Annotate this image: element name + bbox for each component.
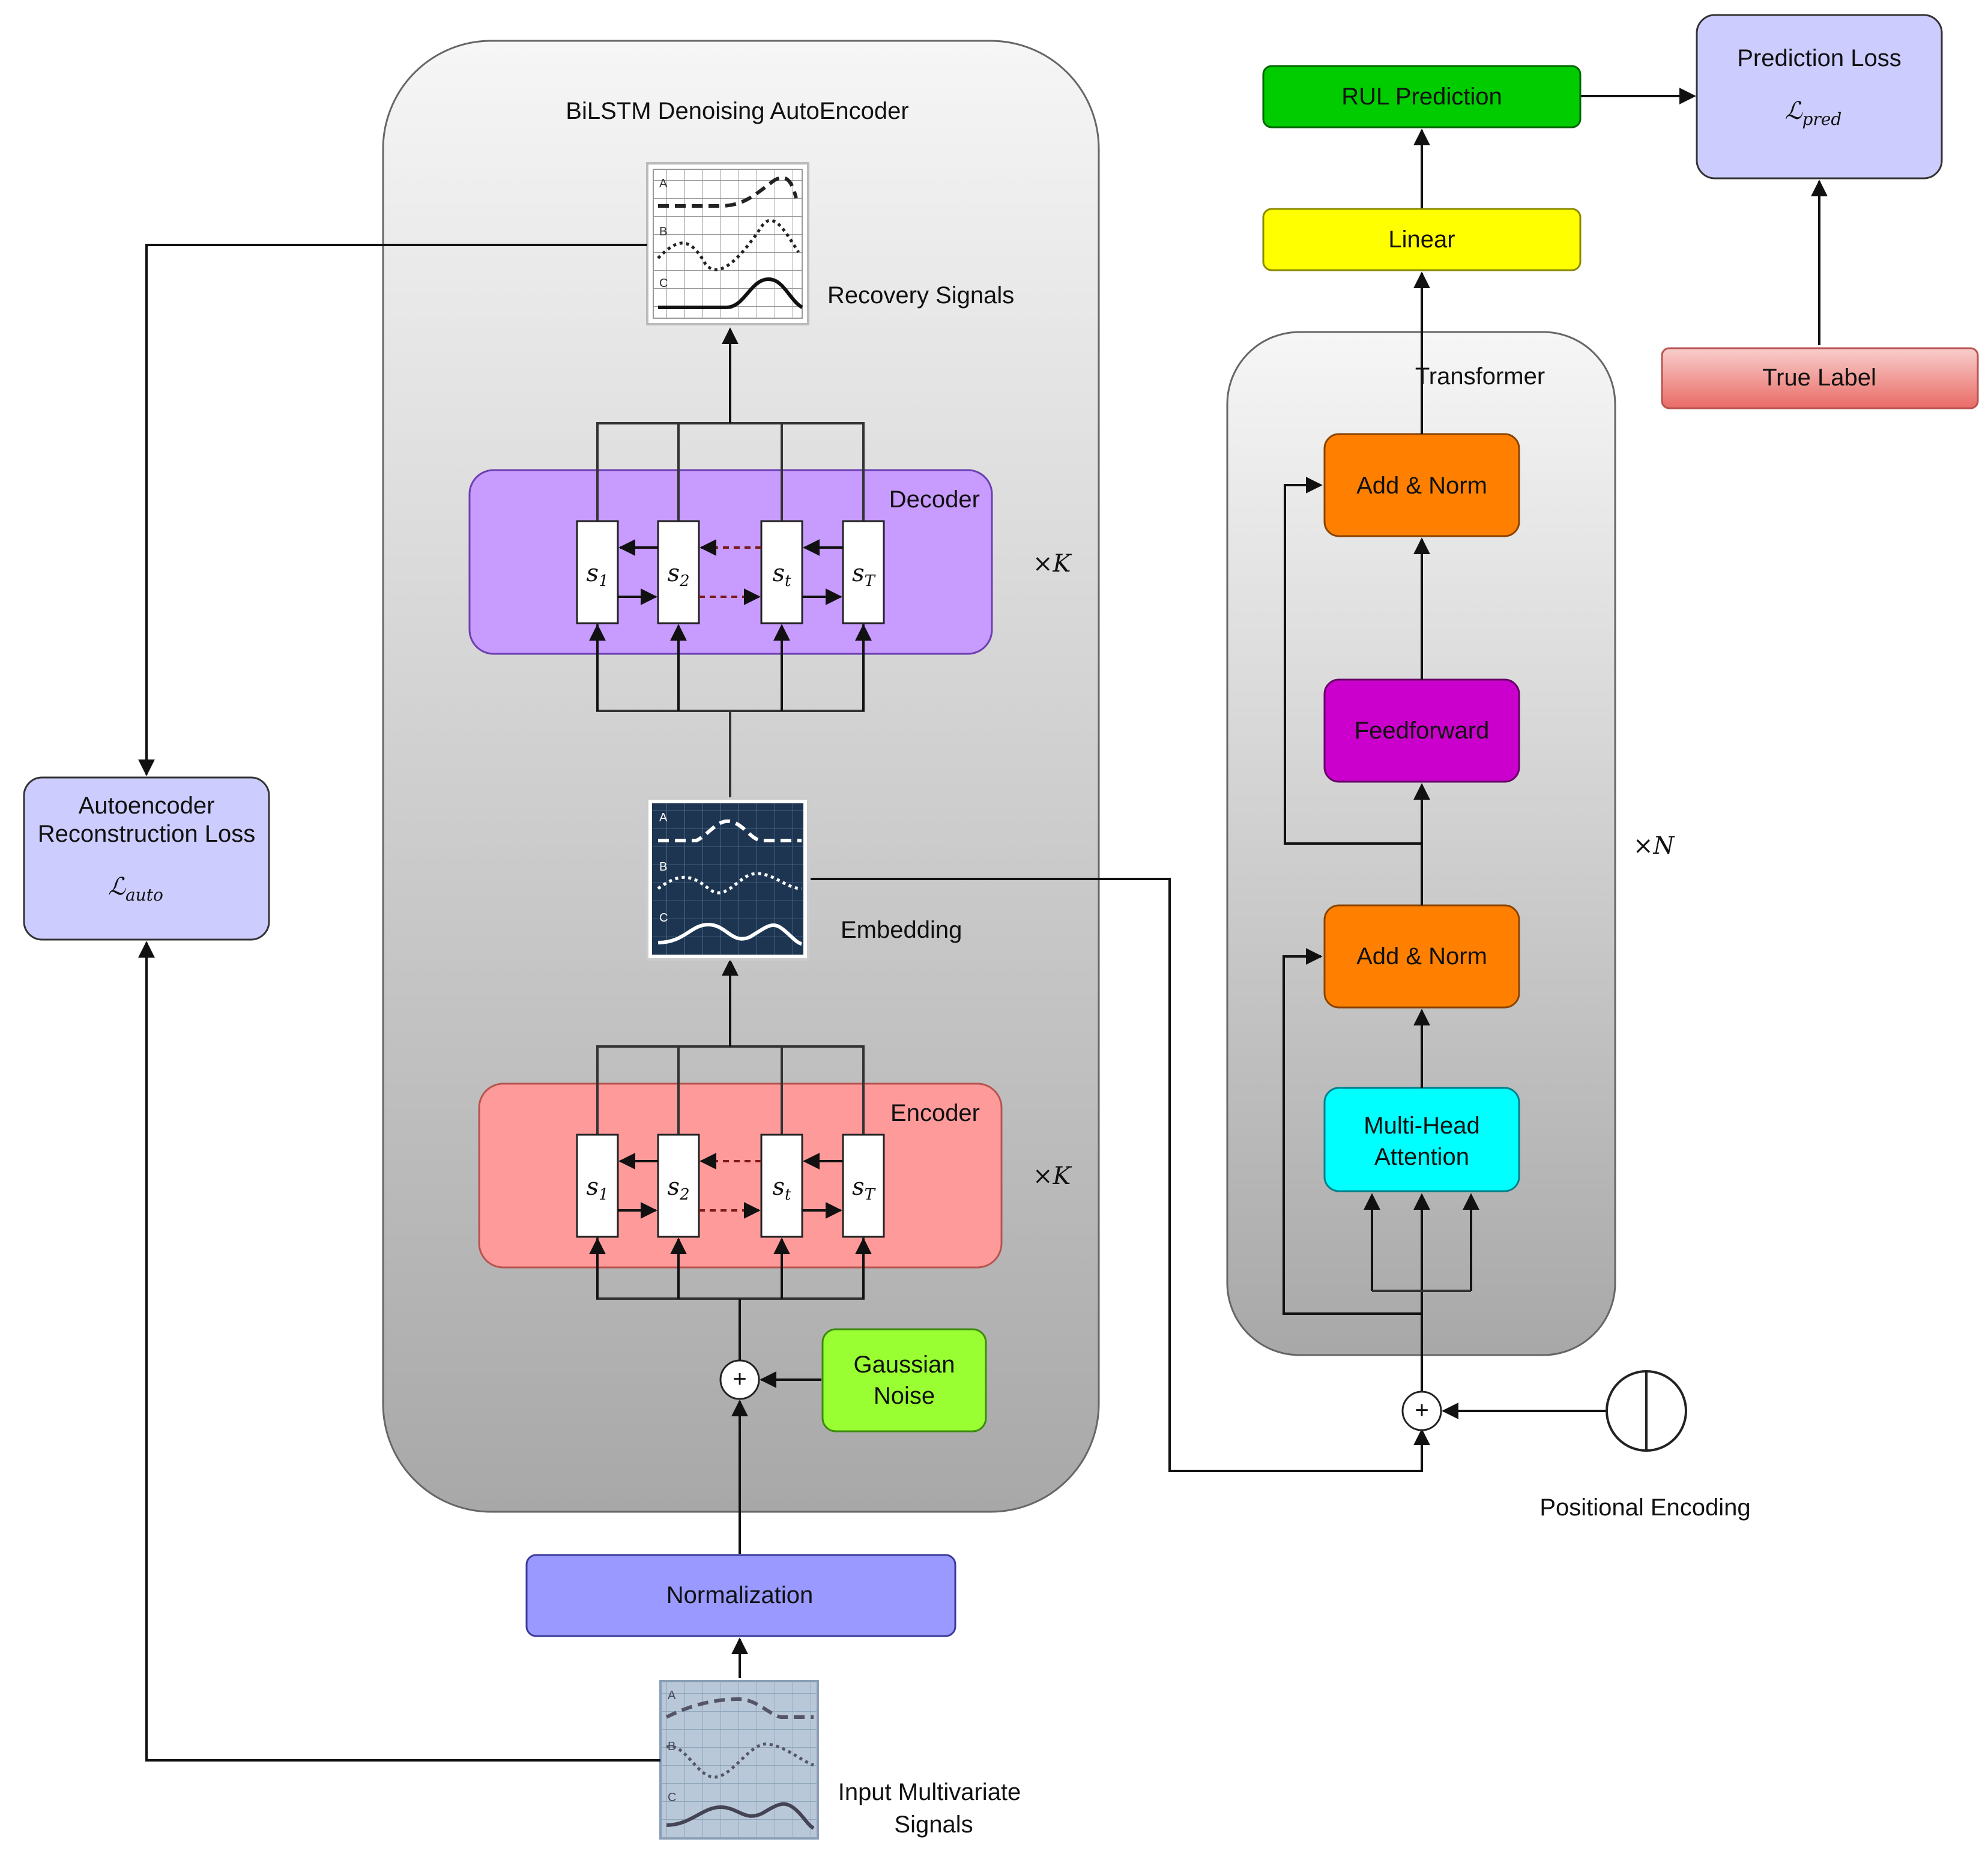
svg-text:B: B [659,225,667,238]
linear-label: Linear [1388,226,1455,253]
decoder-cell-st [760,520,803,624]
normalization-block [525,1554,956,1637]
svg-text:C: C [668,1791,676,1804]
encoder-cell-st [760,1134,803,1238]
svg-text:C: C [659,911,668,925]
linear-block [1262,208,1582,271]
encoder-cells: s1 s2 st sT [576,1134,885,1238]
encoder-recurrent-arrows [618,1153,843,1219]
decoder-cell-s1 [576,520,619,624]
multi-head-attention-label-line1: Multi-Head [1364,1113,1479,1139]
recovery-signals-label: Recovery Signals [827,282,1014,309]
input-signals-label-line1: Input Multivariate [838,1779,1021,1805]
decoder-cell-label-T: sT [852,560,876,590]
decoder-cell-s2 [657,520,700,624]
reconstruction-loss-symbol: ℒauto [108,873,163,905]
svg-text:B: B [668,1740,675,1753]
autoencoder-title: BiLSTM Denoising AutoEncoder [566,98,908,124]
encoder-cell-sT [842,1134,885,1238]
gaussian-noise-label-line1: Gaussian [854,1351,955,1378]
prediction-loss-block [1696,14,1943,180]
normalization-label: Normalization [666,1582,814,1608]
encoder-repeat-label: ×K [1033,1162,1072,1190]
encoder-cell-s1 [576,1134,619,1238]
positional-encoding-icon [1606,1370,1687,1452]
transformer-arrows [811,88,1828,1472]
noise-sum-symbol: + [733,1366,746,1392]
prediction-loss-symbol: ℒpred [1785,97,1842,129]
encoder-cell-label-2: s2 [667,1173,689,1204]
embedding-label: Embedding [841,917,962,943]
input-path-arrows [731,1299,821,1678]
reconstruction-loss-label-line2: Reconstruction Loss [38,821,255,847]
encoder-cell-label-T: sT [852,1173,876,1204]
transformer-title: Transformer [1415,363,1545,390]
rul-prediction-block [1262,65,1582,128]
svg-text:A: A [659,811,668,824]
decoder-cell-label-1: s1 [586,560,608,590]
positional-sum-node [1401,1390,1442,1431]
reconstruction-loss-label-line1: Autoencoder [79,793,215,819]
encoder-cell-label-1: s1 [586,1173,608,1204]
decoder-recurrent-arrows [618,539,843,605]
true-label-label: True Label [1762,364,1876,391]
decoder-cell-label-2: s2 [667,560,689,590]
decoder-input-arrows [589,327,872,711]
reconstruction-loss-arrows [138,244,660,1762]
encoder-label: Encoder [890,1100,980,1126]
rul-prediction-label: RUL Prediction [1341,83,1502,110]
add-norm-bottom-label: Add & Norm [1356,943,1487,970]
input-signals-label-line2: Signals [894,1811,973,1838]
positional-encoding-label: Positional Encoding [1539,1494,1750,1521]
decoder-repeat-label: ×K [1033,550,1072,578]
prediction-loss-label: Prediction Loss [1737,45,1901,71]
add-norm-top-label: Add & Norm [1356,473,1487,499]
embedding-thumbnail: A B C [646,797,809,961]
svg-text:A: A [659,177,668,190]
svg-text:A: A [668,1689,676,1702]
positional-sum-symbol: + [1415,1397,1428,1424]
svg-text:B: B [659,860,667,874]
decoder-label: Decoder [889,486,980,513]
decoder-cell-sT [842,520,885,624]
gaussian-noise-block [821,1328,987,1433]
recovery-signals-thumbnail: A B C [646,162,809,325]
gaussian-noise-label-line2: Noise [874,1383,935,1409]
feedforward-label: Feedforward [1355,717,1490,744]
svg-text:C: C [659,277,668,290]
decoder-cells: s1 s2 st sT [576,520,885,624]
encoder-cell-s2 [657,1134,700,1238]
multi-head-attention-label-line2: Attention [1374,1144,1469,1170]
input-signals-thumbnail: A B C [659,1680,819,1840]
reconstruction-loss-block [23,776,270,941]
multi-head-attention-block [1323,1087,1520,1192]
encoder-cell-label-t: st [773,1173,792,1204]
true-label-block [1661,347,1979,409]
transformer-repeat-label: ×N [1633,832,1676,860]
encoder-input-arrows [589,959,872,1299]
decoder-cell-label-t: st [773,560,792,590]
